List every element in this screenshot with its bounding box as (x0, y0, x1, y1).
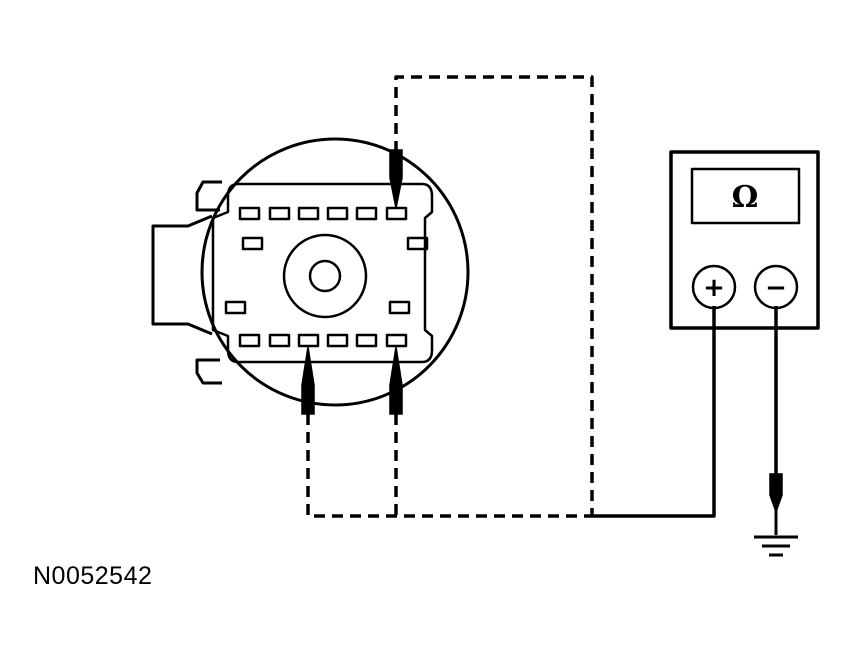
pin (406, 236, 429, 251)
pin (241, 236, 264, 251)
pin (355, 206, 378, 221)
pin (297, 333, 320, 348)
meter-leads (592, 306, 778, 518)
center-bore-inner (308, 259, 342, 293)
connector-body (200, 137, 470, 407)
pin (388, 300, 411, 315)
lead-bottom-pins (306, 414, 592, 518)
negative-terminal (753, 264, 799, 310)
probe-icon (389, 149, 403, 209)
positive-terminal (691, 264, 737, 310)
mounting-ear-top (195, 180, 222, 212)
lead-top-pin (394, 75, 594, 516)
pin (268, 206, 291, 221)
dashed-jumper-leads (306, 75, 594, 518)
pin-row-top (238, 206, 408, 221)
negative-label: − (765, 273, 787, 303)
pin-row-bottom (238, 333, 408, 348)
ohm-symbol: Ω (732, 180, 759, 215)
pin (326, 333, 349, 348)
mounting-ear-bottom (195, 358, 222, 385)
meter-body (669, 150, 820, 330)
pin (355, 333, 378, 348)
probe-icon (389, 346, 403, 415)
pin (385, 333, 408, 348)
positive-lead (592, 306, 716, 518)
pin (238, 333, 261, 348)
pin (297, 206, 320, 221)
pin-side (224, 236, 429, 315)
pin (224, 300, 247, 315)
probe-icon (301, 346, 315, 415)
pin (326, 206, 349, 221)
pin (268, 333, 291, 348)
figure-id: N0052542 (33, 562, 153, 590)
pin (385, 206, 408, 221)
ohmmeter (669, 150, 820, 330)
connector-housing (151, 137, 470, 407)
center-bore-outer (282, 233, 368, 319)
probe-tips (301, 149, 783, 515)
probe-icon (769, 473, 783, 515)
pin (238, 206, 261, 221)
connector-face (211, 182, 434, 364)
side-tab (151, 214, 213, 336)
meter-display (690, 167, 801, 225)
positive-label: + (703, 273, 725, 303)
